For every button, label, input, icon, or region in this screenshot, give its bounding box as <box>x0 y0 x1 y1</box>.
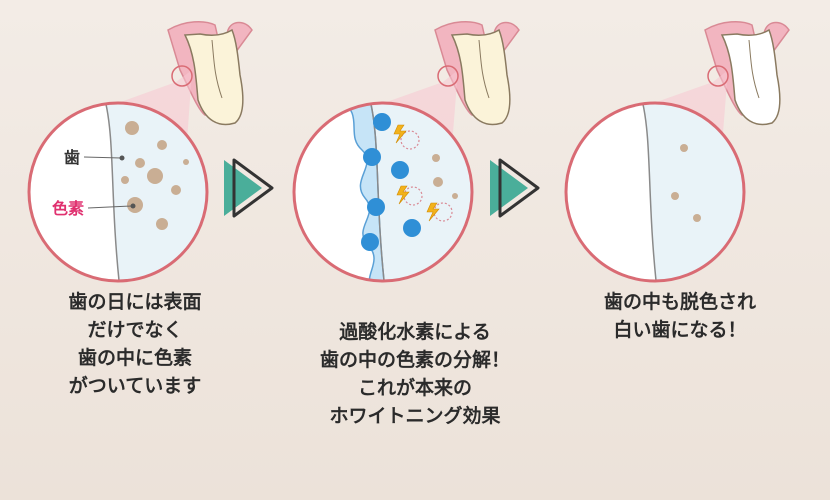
pigment-dot <box>121 176 129 184</box>
enamel-layer <box>105 103 207 281</box>
peroxide-molecule <box>403 219 421 237</box>
pigment-dot <box>125 121 139 135</box>
pigment-dot <box>156 218 168 230</box>
pigment-dots <box>121 121 189 230</box>
caption-line: だけでなく <box>87 319 183 341</box>
zoom-origin-ring <box>707 65 729 87</box>
play-arrow-icon <box>224 158 274 218</box>
panel-process <box>292 20 520 283</box>
dentin-boundary <box>104 103 121 281</box>
caption-line: ホワイトニング効果 <box>329 405 501 427</box>
caption-line: 白い歯になる！ <box>613 319 747 341</box>
enamel-layer <box>642 103 744 281</box>
pigment-dots <box>432 154 458 199</box>
caption-before: 歯の日には表面 だけでなく 歯の中に色素 がついています <box>15 288 255 400</box>
panel-before: 歯 色素 <box>27 20 253 283</box>
pigment-label-leader <box>87 205 133 209</box>
tooth-icon <box>434 20 520 126</box>
panel-after <box>564 20 790 283</box>
magnifier-circle <box>27 101 209 283</box>
caption-line: 歯の中の色素の分解！ <box>319 349 510 371</box>
caption-line: 歯の中も脱色され <box>603 291 756 313</box>
pigment-dot <box>183 159 189 165</box>
peroxide-molecule <box>391 161 409 179</box>
tooth-icon <box>167 20 253 126</box>
tooth-label: 歯 <box>64 148 80 167</box>
pigment-dot <box>135 158 145 168</box>
caption-line: 過酸化水素による <box>339 321 491 343</box>
zoom-origin-ring <box>437 65 459 87</box>
lightning-icon <box>393 124 440 222</box>
pigment-dot <box>680 144 688 152</box>
pigment-dot <box>432 154 440 162</box>
pigment-dot <box>157 140 167 150</box>
pigment-label: 色素 <box>52 199 84 218</box>
pigment-label-dot <box>130 203 136 209</box>
tooth-label-leader <box>83 156 122 159</box>
caption-line: これが本来の <box>357 377 472 399</box>
pigment-dot <box>671 192 679 200</box>
peroxide-molecule <box>373 113 391 131</box>
pigment-dots <box>671 144 701 222</box>
dentin-boundary <box>369 103 386 281</box>
peroxide-molecules <box>361 113 421 251</box>
zoom-origin-ring <box>171 65 193 87</box>
pigment-dot <box>171 185 181 195</box>
pigment-dot <box>693 214 701 222</box>
peroxide-molecule <box>361 233 379 251</box>
caption-line: 歯の中に色素 <box>77 347 192 369</box>
tooth-label-dot <box>119 155 125 161</box>
dentin-boundary <box>641 103 658 281</box>
magnifier-circle <box>564 101 746 283</box>
enamel-layer <box>370 103 472 281</box>
caption-process: 過酸化水素による 歯の中の色素の分解！ これが本来の ホワイトニング効果 <box>290 318 540 430</box>
pigment-dot <box>433 177 443 187</box>
caption-after: 歯の中も脱色され 白い歯になる！ <box>555 288 805 344</box>
tooth-icon <box>704 20 790 126</box>
caption-line: 歯の日には表面 <box>68 291 202 313</box>
peroxide-molecule <box>367 198 385 216</box>
magnifier-circle <box>292 101 474 283</box>
pigment-dot <box>147 168 163 184</box>
caption-line: がついています <box>68 375 202 397</box>
pigment-dot <box>452 193 458 199</box>
play-arrow-icon <box>490 158 540 218</box>
peroxide-molecule <box>363 148 381 166</box>
